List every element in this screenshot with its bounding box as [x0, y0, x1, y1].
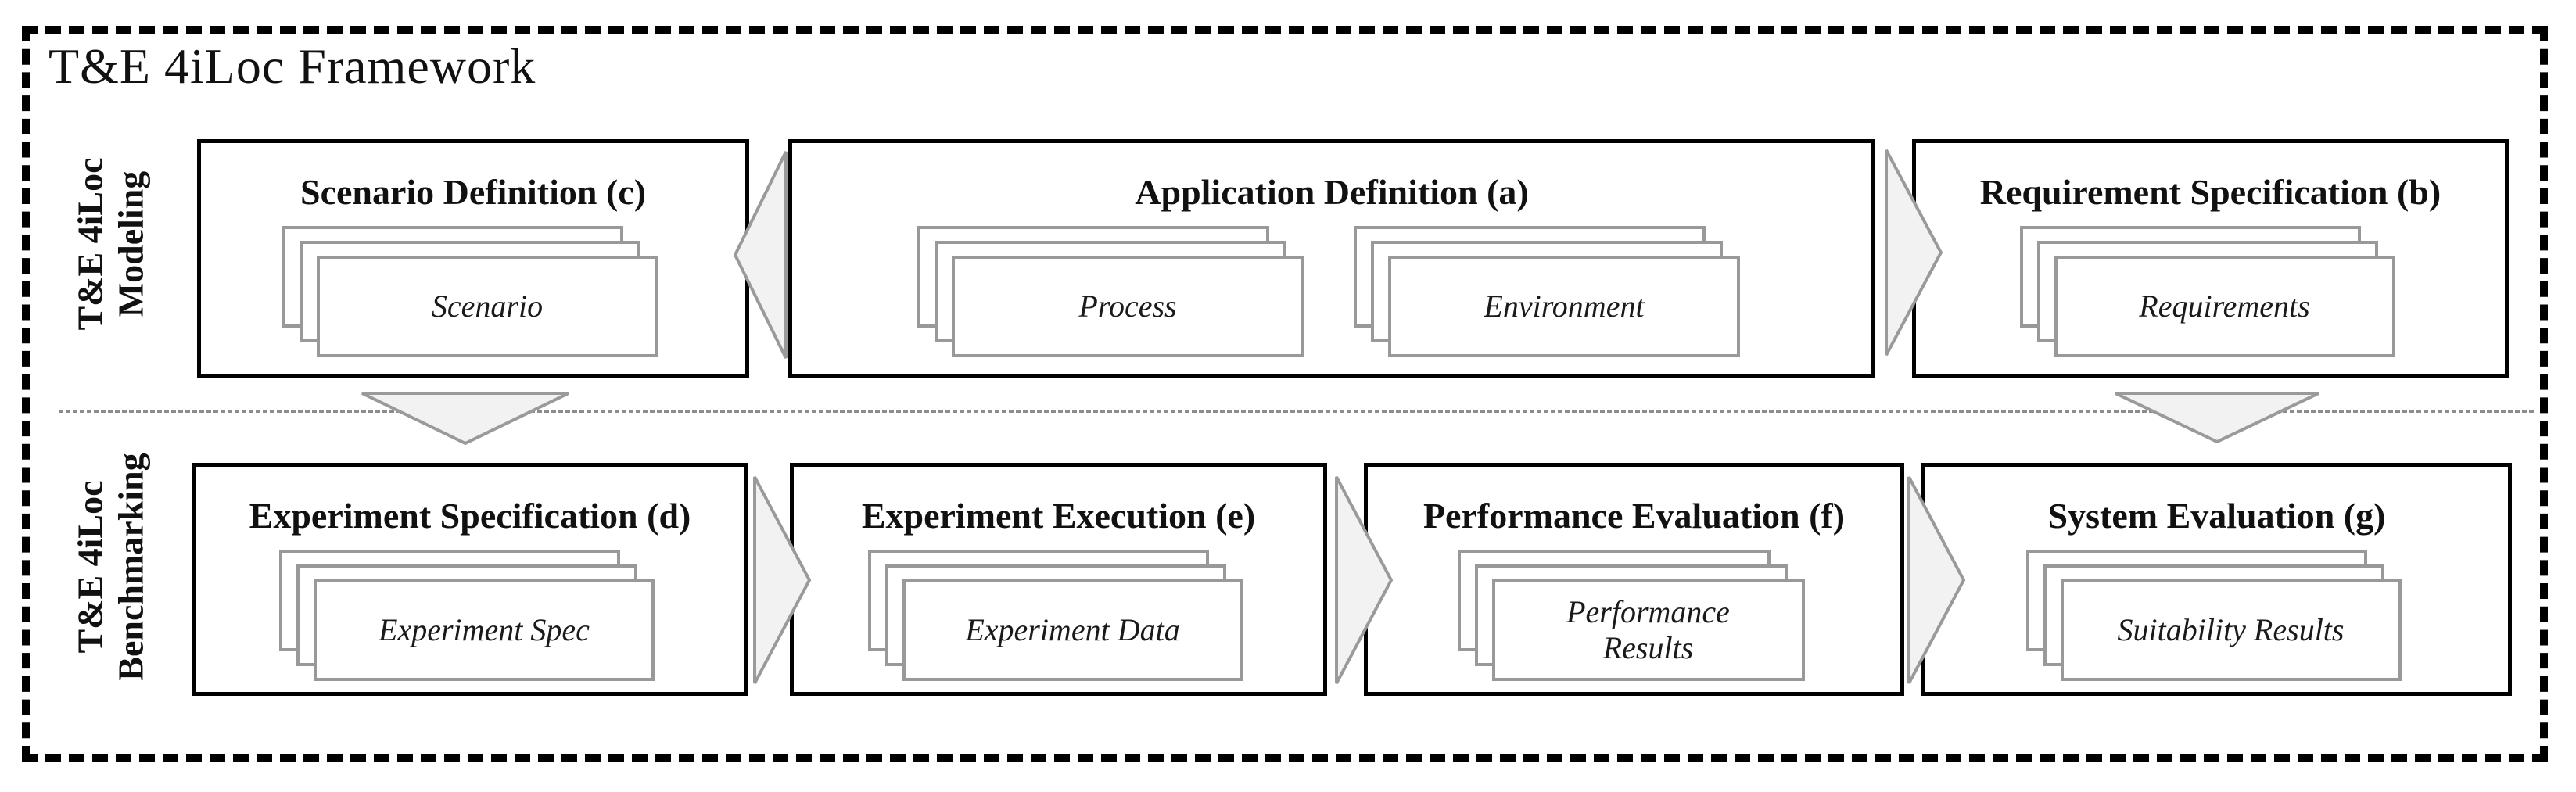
card-label-suitability-results: Suitability Results: [2117, 612, 2345, 647]
framework-title: T&E 4iLoc Framework: [48, 38, 536, 94]
document-stack-process: Process: [917, 226, 1310, 364]
box-system-evaluation: System Evaluation (g) Suitability Result…: [1921, 463, 2512, 696]
side-label-modeling-line2: Modeling: [110, 170, 150, 317]
box-experiment-specification: Experiment Specification (d) Experiment …: [192, 463, 748, 696]
box-title-experiment-execution: Experiment Execution (e): [861, 496, 1256, 536]
box-title-scenario-definition: Scenario Definition (c): [300, 172, 647, 212]
side-label-benchmarking-line1: T&E 4iLoc: [70, 480, 110, 654]
arrow-left-application-to-scenario-icon: [733, 151, 788, 359]
card-label-performance-results: Performance Results: [1566, 594, 1730, 665]
document-stack-experiment-spec: Experiment Spec: [279, 550, 661, 687]
stacked-card-front: Experiment Data: [902, 579, 1243, 681]
box-requirement-specification: Requirement Specification (b) Requiremen…: [1912, 139, 2509, 378]
performance-stacks: Performance Results: [1368, 550, 1900, 687]
stacked-card-front: Environment: [1388, 256, 1740, 357]
stacked-card-front: Scenario: [317, 256, 658, 357]
document-stack-environment: Environment: [1354, 226, 1746, 364]
side-label-benchmarking-line2: Benchmarking: [110, 453, 150, 681]
box-performance-evaluation: Performance Evaluation (f) Performance R…: [1364, 463, 1904, 696]
arrow-down-scenario-to-experiment-spec-icon: [361, 392, 569, 446]
arrow-right-performance-to-system-icon: [1907, 476, 1966, 684]
box-experiment-execution: Experiment Execution (e) Experiment Data: [790, 463, 1327, 696]
system-evaluation-stacks: Suitability Results: [1925, 550, 2508, 687]
stacked-card-front: Process: [952, 256, 1304, 357]
document-stack-performance-results: Performance Results: [1457, 550, 1811, 687]
document-stack-experiment-data: Experiment Data: [867, 550, 1250, 687]
stacked-card-front: Requirements: [2054, 256, 2395, 357]
side-label-modeling: T&E 4iLoc Modeling: [70, 157, 150, 330]
framework-dashed-border: [22, 26, 2548, 762]
box-title-requirement-specification: Requirement Specification (b): [1979, 172, 2441, 212]
document-stack-suitability-results: Suitability Results: [2025, 550, 2408, 687]
document-stack-scenario: Scenario: [282, 226, 664, 364]
arrow-down-requirement-to-system-evaluation-icon: [2115, 392, 2319, 444]
arrow-right-execution-to-performance-icon: [1335, 476, 1394, 684]
phase-divider-line: [59, 410, 2534, 413]
requirement-stacks: Requirements: [1916, 226, 2505, 364]
experiment-execution-stacks: Experiment Data: [794, 550, 1323, 687]
arrow-right-application-to-requirement-icon: [1885, 149, 1943, 356]
side-label-modeling-line1: T&E 4iLoc: [70, 157, 110, 331]
card-label-experiment-spec: Experiment Spec: [379, 612, 590, 647]
box-application-definition: Application Definition (a) Process Envir…: [788, 139, 1875, 378]
arrow-right-experiment-spec-to-execution-icon: [753, 476, 812, 684]
box-title-system-evaluation: System Evaluation (g): [2047, 496, 2386, 536]
document-stack-requirements: Requirements: [2019, 226, 2402, 364]
box-title-performance-evaluation: Performance Evaluation (f): [1423, 496, 1846, 536]
box-scenario-definition: Scenario Definition (c) Scenario: [197, 139, 749, 378]
experiment-spec-stacks: Experiment Spec: [196, 550, 744, 687]
box-title-experiment-specification: Experiment Specification (d): [249, 496, 691, 536]
application-stacks: Process Environment: [792, 226, 1871, 364]
stacked-card-front: Performance Results: [1491, 579, 1805, 681]
stacked-card-front: Suitability Results: [2060, 579, 2402, 681]
card-label-scenario: Scenario: [431, 288, 544, 324]
card-label-environment: Environment: [1484, 288, 1645, 324]
card-label-experiment-data: Experiment Data: [965, 612, 1180, 647]
stacked-card-front: Experiment Spec: [314, 579, 655, 681]
scenario-stacks: Scenario: [201, 226, 745, 364]
side-label-benchmarking: T&E 4iLoc Benchmarking: [70, 453, 150, 680]
box-title-application-definition: Application Definition (a): [1135, 172, 1529, 212]
card-label-process: Process: [1078, 288, 1177, 324]
card-label-requirements: Requirements: [2139, 288, 2310, 324]
